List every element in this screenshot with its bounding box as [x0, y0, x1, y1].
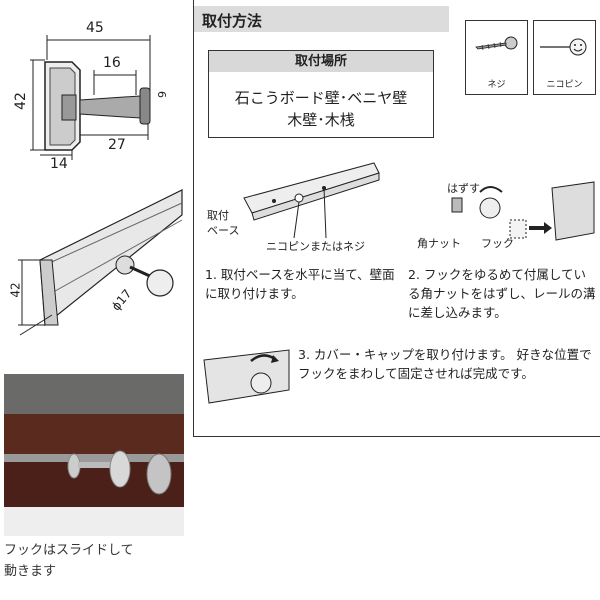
- dim-width-inner: 16: [103, 55, 121, 71]
- dim-offset-left: 14: [50, 156, 68, 172]
- install-location-line1: 石こうボード壁･ベニヤ壁: [234, 89, 408, 107]
- step-3-text: 3. カバー・キャップを取り付けます。 好きな位置でフックをまわして固定させれば…: [298, 347, 592, 381]
- dim-hook-length: 27: [108, 137, 126, 153]
- pin-label: ニコピン: [546, 80, 583, 90]
- panel-title: 取付方法: [202, 12, 263, 30]
- step-2-text: 2. フックをゆるめて付属している角ナットをはずし、レールの溝に差し込みます。: [408, 267, 596, 320]
- product-photo: [4, 374, 184, 536]
- step1-illustration: [243, 162, 380, 239]
- profile-dimension-drawing: [0, 0, 190, 175]
- photo-caption: フックはスライドして 動きます: [4, 540, 184, 582]
- install-location-line2: 木壁･木桟: [287, 111, 355, 129]
- callout-square-nut: 角ナット: [417, 237, 461, 250]
- callout-pin-or-screw: ニコピンまたはネジ: [266, 240, 365, 253]
- screw-icon: [475, 36, 518, 51]
- pin-icon: [540, 38, 587, 56]
- step3-illustration: [203, 349, 290, 404]
- step2-illustration: [451, 181, 595, 241]
- install-location-box: 取付場所 石こうボード壁･ベニヤ壁 木壁･木桟: [208, 50, 434, 138]
- dim-height: 42: [12, 92, 29, 110]
- install-location-heading: 取付場所: [209, 51, 433, 72]
- step-1-text: 1. 取付ベースを水平に当て、壁面に取り付けます。: [205, 267, 395, 301]
- screw-fastener-box: ネジ: [465, 20, 528, 95]
- callout-hook: フック: [481, 237, 514, 250]
- dim-width-tab: 6: [155, 91, 168, 98]
- rail-isometric-drawing: [0, 175, 190, 365]
- screw-label: ネジ: [487, 80, 506, 90]
- photo-caption-line1: フックはスライドして: [4, 543, 134, 558]
- callout-base-line2: ベース: [207, 224, 240, 237]
- pin-fastener-box: ニコピン: [533, 20, 596, 95]
- callout-base-line1: 取付: [207, 209, 229, 222]
- photo-caption-line2: 動きます: [4, 564, 57, 579]
- iso-height-label: 42: [8, 282, 23, 298]
- installation-panel: 取付方法 取付場所 石こうボード壁･ベニヤ壁 木壁･木桟 ネジ ニコピン: [193, 0, 600, 437]
- panel-header: 取付方法: [194, 6, 449, 32]
- dim-width-total: 45: [86, 20, 104, 36]
- callout-remove: はずす: [447, 182, 480, 195]
